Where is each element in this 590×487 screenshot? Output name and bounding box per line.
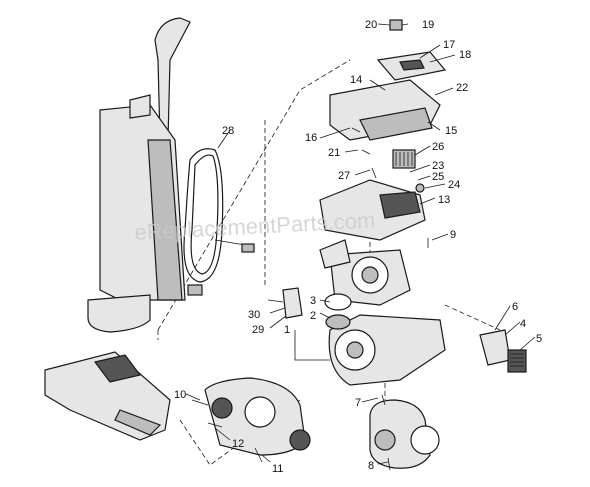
- callout-15: 15: [445, 125, 457, 137]
- callout-19: 19: [422, 19, 434, 31]
- callout-5: 5: [536, 333, 542, 345]
- nozzle-part[interactable]: [44, 351, 171, 441]
- callout-28: 28: [222, 125, 234, 137]
- callout-2: 2: [310, 310, 316, 322]
- callout-20: 20: [365, 19, 377, 31]
- callout-21: 21: [328, 147, 340, 159]
- callout-leaders: [185, 23, 536, 465]
- callout-30: 30: [248, 309, 260, 321]
- switch-clip-part[interactable]: [377, 19, 403, 31]
- filter-screen-part[interactable]: [392, 149, 416, 169]
- filter-bag-part[interactable]: [479, 329, 527, 373]
- callout-9: 9: [450, 229, 456, 241]
- callout-22: 22: [456, 82, 468, 94]
- callout-4: 4: [520, 318, 526, 330]
- bracket-part[interactable]: [267, 287, 303, 319]
- callout-13: 13: [438, 194, 450, 206]
- callout-labels: 1 2 3 4 5 6 7 8 9 10 11 12 13 14 15 16 1…: [174, 19, 542, 475]
- callout-12: 12: [232, 438, 244, 450]
- top-cover-part[interactable]: [329, 79, 441, 141]
- callout-29: 29: [252, 324, 264, 336]
- power-cord-part[interactable]: [183, 148, 255, 296]
- callout-14: 14: [350, 74, 362, 86]
- callout-23: 23: [432, 160, 444, 172]
- callout-17: 17: [443, 39, 455, 51]
- handle-bag-housing-part[interactable]: [87, 17, 191, 333]
- motor-part[interactable]: [369, 399, 440, 469]
- callout-7: 7: [355, 397, 361, 409]
- callout-6: 6: [512, 301, 518, 313]
- callout-24: 24: [448, 179, 460, 191]
- callout-8: 8: [368, 460, 374, 472]
- callout-25: 25: [432, 171, 444, 183]
- callout-27: 27: [338, 170, 350, 182]
- hood-top-part[interactable]: [376, 51, 447, 81]
- screws: [191, 127, 429, 471]
- callout-26: 26: [432, 141, 444, 153]
- callout-10: 10: [174, 389, 186, 401]
- callout-1: 1: [284, 324, 290, 336]
- impeller-part[interactable]: [324, 293, 352, 330]
- callout-11: 11: [272, 463, 283, 475]
- base-plate-part[interactable]: [204, 377, 311, 456]
- callout-3: 3: [310, 295, 316, 307]
- callout-16: 16: [305, 132, 317, 144]
- callout-18: 18: [459, 49, 471, 61]
- base-housing-part[interactable]: [328, 314, 446, 386]
- motor-housing-upper-part[interactable]: [319, 179, 426, 241]
- fan-housing-part[interactable]: [319, 239, 411, 306]
